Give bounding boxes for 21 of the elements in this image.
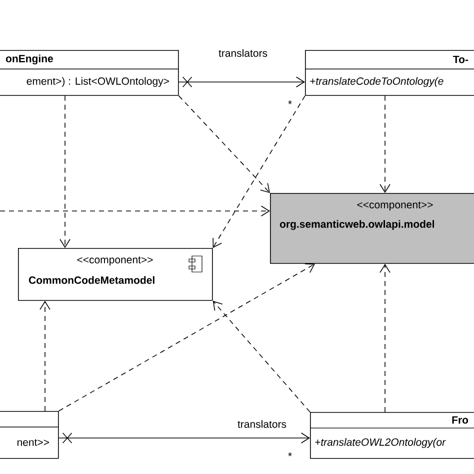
dependency-arrow: [212, 300, 310, 412]
dependency-arrow: [380, 95, 390, 193]
dependency-arrow: [380, 264, 390, 412]
dependency-arrow: [60, 95, 70, 248]
edge-label: translators: [218, 48, 268, 58]
dependency-arrow: [178, 95, 270, 193]
class-box: nent>>: [0, 411, 59, 459]
multiplicity: *: [288, 100, 292, 104]
edge-label: translators: [236, 419, 288, 429]
association-arrow: [58, 432, 310, 444]
class-box: Fro +translateOWL2Ontology(or: [310, 412, 474, 459]
dependency-arrow: [0, 206, 270, 216]
class-box: onEngine ement>) : List<OWLOntology>: [0, 50, 179, 96]
class-box: To- +translateCodeToOntology(e: [304, 50, 474, 96]
component-box: <<component>> org.semanticweb.owlapi.model: [270, 193, 474, 264]
dependency-arrow: [40, 300, 50, 412]
association-arrow: [178, 76, 305, 88]
component-box: <<component>> CommonCodeMetamodel: [18, 248, 213, 301]
dependency-arrow: [212, 95, 306, 248]
dependency-arrow: [58, 263, 315, 412]
multiplicity: *: [288, 452, 292, 456]
